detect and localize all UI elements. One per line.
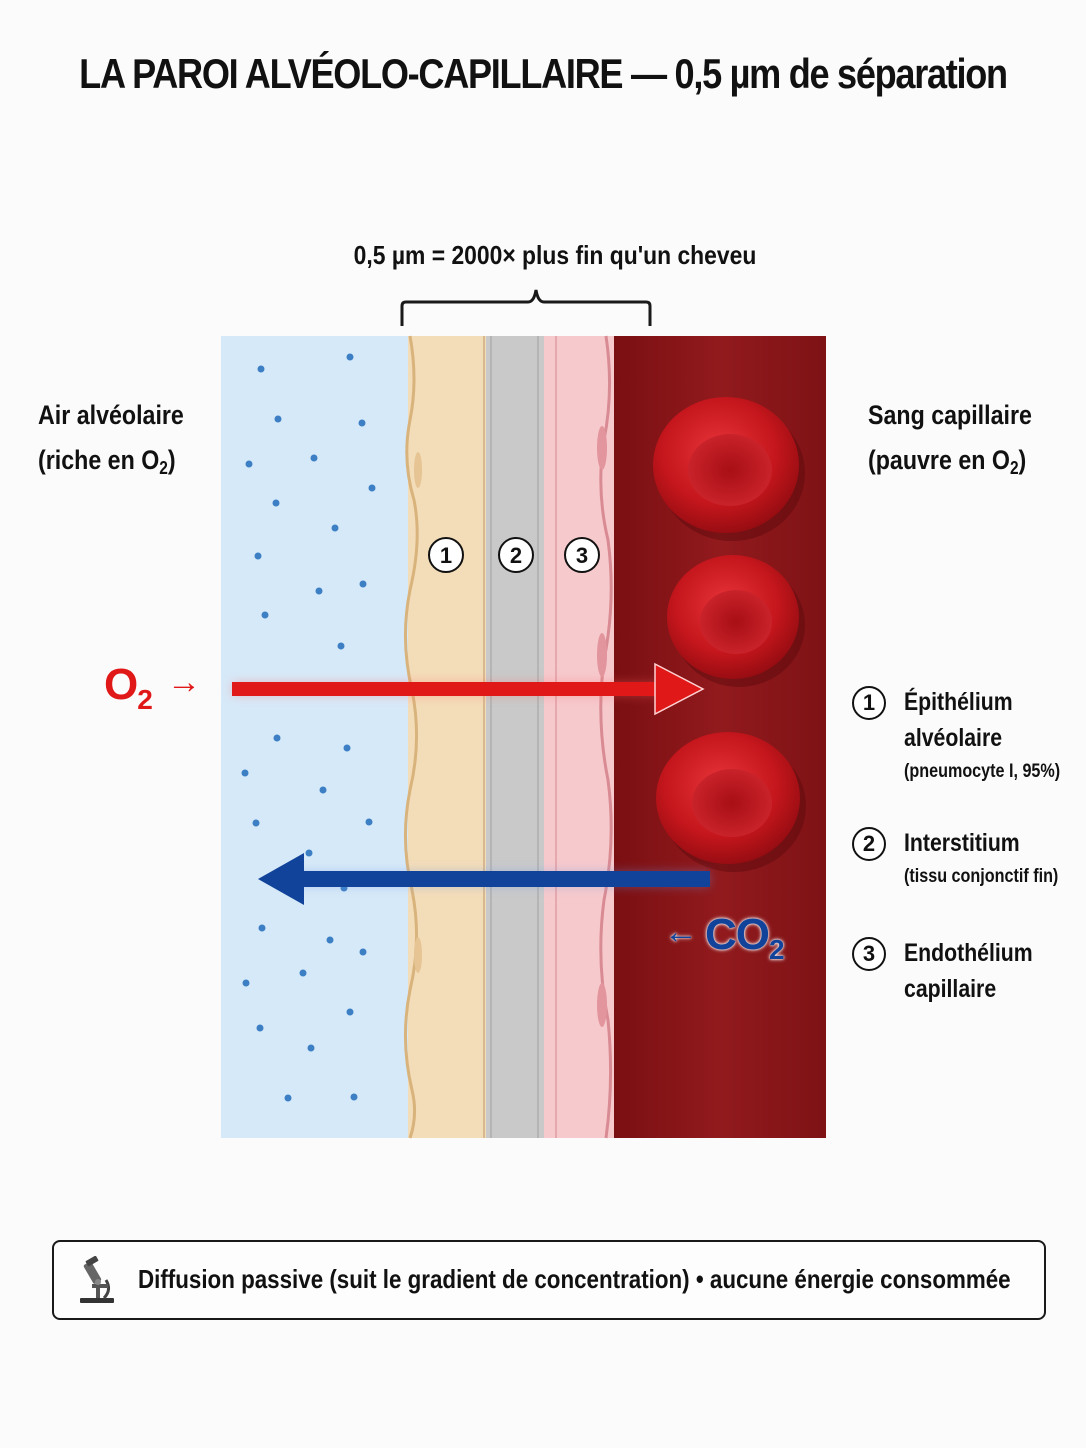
oxygen-molecules xyxy=(241,353,376,1102)
layer-marker-3: 3 xyxy=(564,537,600,573)
gas-molecule-dot xyxy=(346,353,354,361)
footer-text: Diffusion passive (suit le gradient de c… xyxy=(138,1264,1011,1294)
legend-number-1: 1 xyxy=(852,686,886,720)
svg-text:1: 1 xyxy=(440,543,452,568)
layer-marker-2: 2 xyxy=(498,537,534,573)
gas-molecule-dot xyxy=(305,849,313,857)
gas-molecule-dot xyxy=(284,1094,292,1102)
gas-molecule-dot xyxy=(310,454,318,462)
thickness-bracket xyxy=(400,289,652,326)
gas-molecule-dot xyxy=(258,924,266,932)
gas-molecule-dot xyxy=(242,979,250,987)
legend-number-2: 2 xyxy=(852,827,886,861)
o2-diffusion-arrow xyxy=(232,662,705,716)
gas-molecule-dot xyxy=(257,365,265,373)
epithelium-membrane-line xyxy=(403,335,419,1139)
gas-molecule-dot xyxy=(245,460,253,468)
gas-molecule-dot xyxy=(359,580,367,588)
layer-marker-1: 1 xyxy=(428,537,464,573)
thickness-label: 0,5 µm = 2000× plus fin qu'un cheveu xyxy=(353,240,757,270)
gas-molecule-dot xyxy=(331,524,339,532)
red-blood-cell-1 xyxy=(653,397,805,541)
footer-note-box: Diffusion passive (suit le gradient de c… xyxy=(52,1240,1046,1320)
gas-molecule-dot xyxy=(315,587,323,595)
interstitium-layer xyxy=(486,336,544,1138)
co2-label: ←CO2 xyxy=(664,910,785,965)
gas-molecule-dot xyxy=(299,969,307,977)
gas-molecule-dot xyxy=(368,484,376,492)
red-blood-cell-2 xyxy=(667,555,805,687)
alveolar-air-label: Air alvéolaire (riche en O2) xyxy=(38,400,184,478)
gas-molecule-dot xyxy=(254,552,262,560)
alveolar-air-zone xyxy=(221,336,411,1138)
red-blood-cell-3 xyxy=(656,732,806,872)
gas-molecule-dot xyxy=(359,948,367,956)
gas-molecule-dot xyxy=(319,786,327,794)
svg-text:3: 3 xyxy=(576,543,588,568)
legend-number-3: 3 xyxy=(852,937,886,971)
gas-molecule-dot xyxy=(337,642,345,650)
gas-molecule-dot xyxy=(273,734,281,742)
gas-molecule-dot xyxy=(346,1008,354,1016)
gas-molecule-dot xyxy=(365,818,373,826)
gas-molecule-dot xyxy=(326,936,334,944)
gas-molecule-dot xyxy=(343,744,351,752)
gas-molecule-dot xyxy=(256,1024,264,1032)
gas-molecule-dot xyxy=(358,419,366,427)
gas-molecule-dot xyxy=(307,1044,315,1052)
microscope-icon xyxy=(80,1256,114,1303)
epithelium-layer xyxy=(408,336,486,1138)
page-title: LA PAROI ALVÉOLO-CAPILLAIRE — 0,5 µm de … xyxy=(79,50,1008,97)
gas-molecule-dot xyxy=(274,415,282,423)
svg-text:2: 2 xyxy=(510,543,522,568)
gas-molecule-dot xyxy=(241,769,249,777)
gas-molecule-dot xyxy=(261,611,269,619)
co2-diffusion-arrow xyxy=(258,853,710,905)
gas-molecule-dot xyxy=(350,1093,358,1101)
capillary-blood-label: Sang capillaire (pauvre en O2) xyxy=(868,400,1032,478)
gas-molecule-dot xyxy=(272,499,280,507)
gas-molecule-dot xyxy=(252,819,260,827)
o2-label: O2 → xyxy=(104,660,201,715)
